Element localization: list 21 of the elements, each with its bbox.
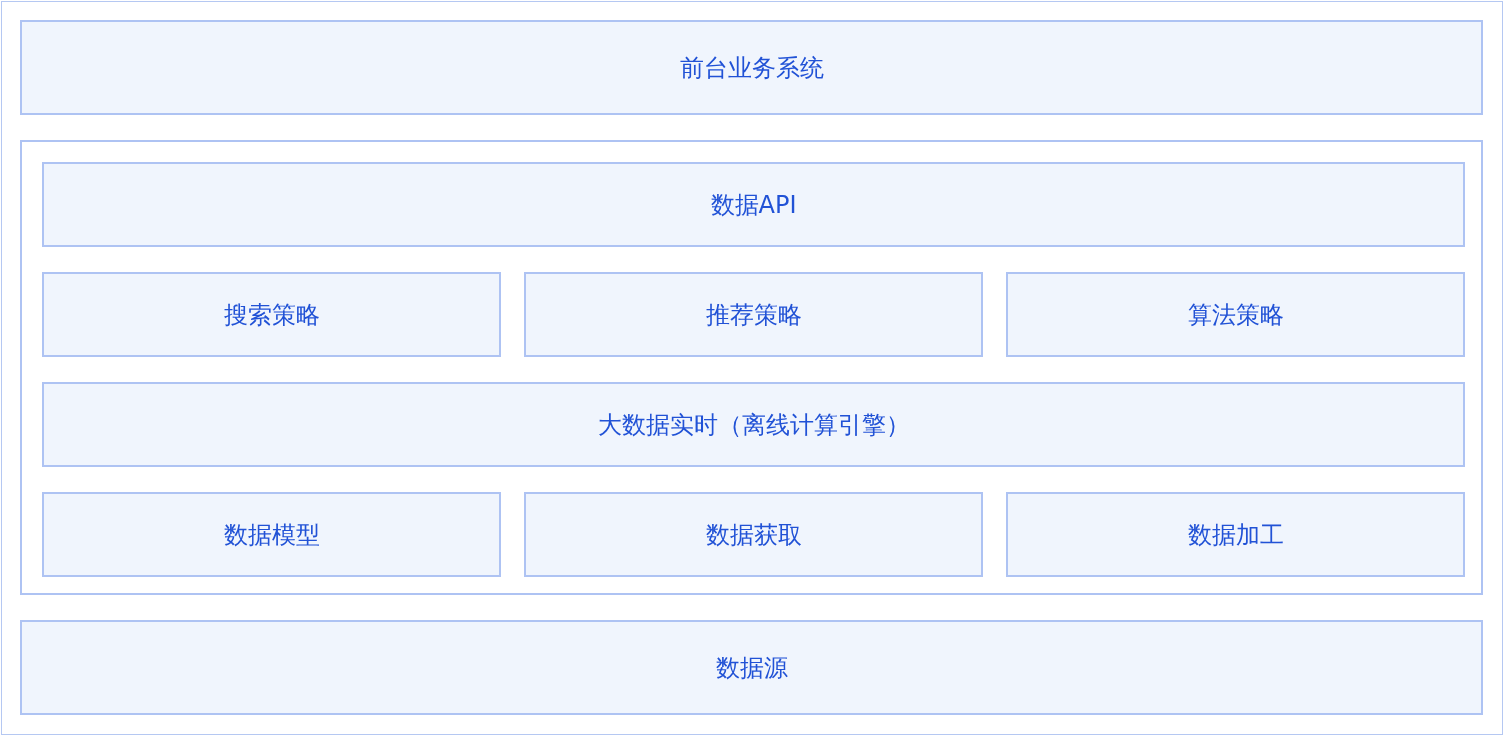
layer-label: 数据获取 (705, 519, 802, 551)
layer-label: 数据模型 (223, 519, 320, 551)
layer-label: 大数据实时（离线计算引擎） (597, 409, 910, 441)
layer-label: 搜索策略 (223, 299, 320, 331)
layer-label: 数据加工 (1187, 519, 1284, 551)
layer-box (524, 492, 983, 577)
layer-label: 前台业务系统 (679, 52, 824, 84)
layer-box (20, 20, 1483, 115)
layer-box (42, 162, 1465, 247)
layer-label: 数据API (710, 189, 797, 221)
layer-box (42, 272, 501, 357)
layer-label: 推荐策略 (705, 299, 802, 331)
layer-box (42, 492, 501, 577)
layer-box (524, 272, 983, 357)
layer-box (1006, 492, 1465, 577)
layer-box (1006, 272, 1465, 357)
layer-box (42, 382, 1465, 467)
layer-box (20, 620, 1483, 715)
group-box (20, 140, 1483, 595)
layer-label: 算法策略 (1187, 299, 1284, 331)
layer-label: 数据源 (715, 652, 788, 684)
